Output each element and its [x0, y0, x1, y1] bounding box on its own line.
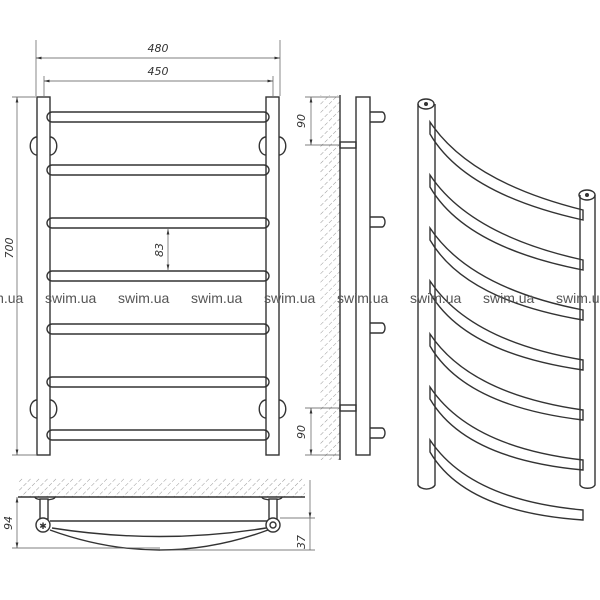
dimension-overall-width: 480	[35, 40, 281, 96]
dim-94: 94	[2, 516, 15, 530]
dim-90-bottom: 90	[295, 425, 308, 439]
watermark-text: swim.ua	[264, 290, 316, 306]
dimension-rung-spacing: 83	[153, 229, 170, 270]
watermark-text: swim.ua	[45, 290, 97, 306]
side-post	[355, 96, 371, 456]
dim-700: 700	[3, 238, 16, 259]
perspective-rung	[429, 384, 584, 471]
perspective-right-post	[579, 195, 596, 489]
front-view: 480 450 700 83	[3, 40, 287, 456]
watermark-text: swim.ua	[483, 290, 535, 306]
upper-brackets	[29, 136, 287, 156]
bottom-view: ✱ 94 37	[2, 478, 315, 551]
watermark-text: swim.ua	[556, 290, 600, 306]
perspective-rung	[429, 225, 584, 321]
rung	[46, 376, 270, 388]
perspective-rung	[429, 331, 584, 421]
watermark-row: swim.ua swim.ua swim.ua swim.ua swim.ua swim.…	[0, 290, 600, 306]
dim-480: 480	[148, 42, 169, 55]
wall-hatch-bottom	[18, 478, 305, 497]
dim-450: 450	[148, 65, 169, 78]
rung	[46, 217, 270, 229]
rung	[46, 429, 270, 441]
rungs	[46, 111, 270, 441]
screw-icon: ✱	[39, 521, 47, 531]
dimension-axis-width: 450	[43, 65, 274, 96]
watermark-text: swim.ua	[337, 290, 389, 306]
perspective-left-post	[417, 104, 436, 490]
dim-83: 83	[153, 243, 166, 257]
rung	[46, 323, 270, 335]
left-post	[36, 96, 51, 456]
perspective-view	[417, 98, 596, 521]
watermark-text: swim.ua	[191, 290, 243, 306]
perspective-rung	[429, 278, 584, 371]
dimension-top-offset: 90	[295, 96, 340, 146]
dim-90-top: 90	[295, 114, 308, 128]
wall-hatch	[320, 95, 340, 460]
dimension-height: 700	[3, 96, 36, 456]
watermark-text: swim.ua	[410, 290, 462, 306]
perspective-rung	[429, 119, 584, 221]
rung	[46, 164, 270, 176]
dimension-rail-depth: 37	[160, 480, 315, 551]
perspective-rung	[429, 437, 584, 521]
dim-37: 37	[295, 535, 308, 549]
lower-brackets	[29, 399, 287, 419]
right-post	[265, 96, 280, 456]
side-view: 90 90	[295, 95, 386, 460]
watermark-text: swim.ua	[0, 290, 24, 306]
perspective-rungs	[429, 119, 584, 521]
perspective-rung	[429, 172, 584, 271]
rung	[46, 270, 270, 282]
rung	[46, 111, 270, 123]
watermark-text: swim.ua	[118, 290, 170, 306]
dimension-bottom-offset: 90	[295, 407, 340, 456]
dimension-wall-depth: 94	[2, 497, 160, 549]
